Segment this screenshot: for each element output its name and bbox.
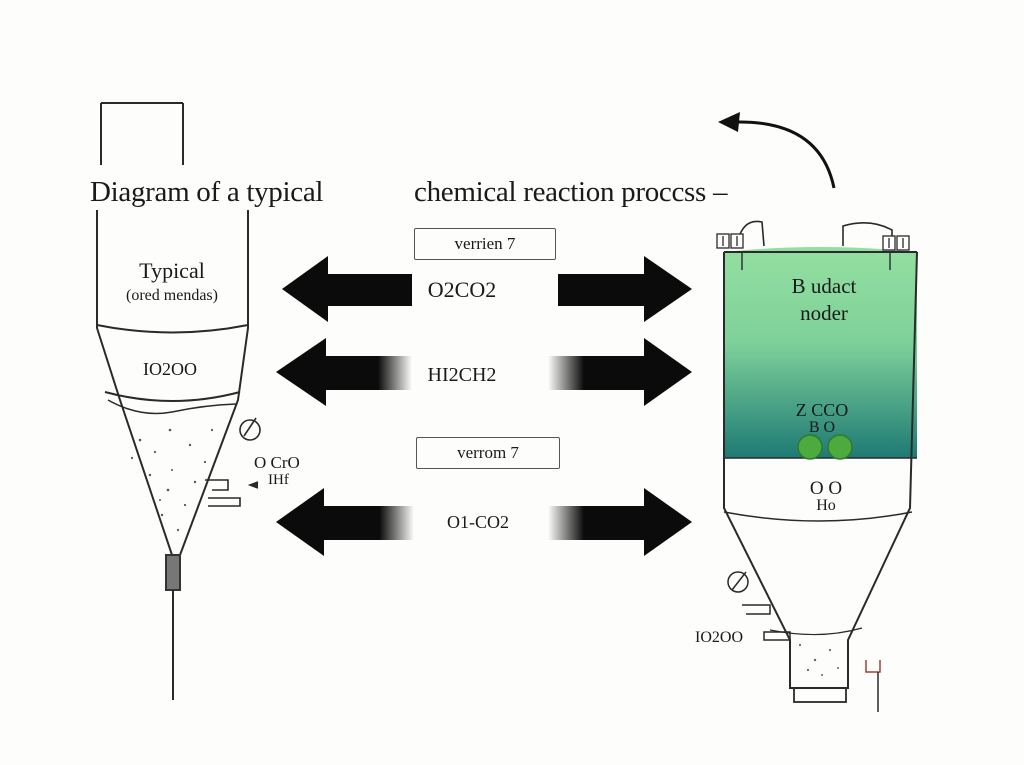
right-lower-label-2: Ho xyxy=(816,497,836,514)
right-bubble-1 xyxy=(797,434,823,460)
arrow-left-1 xyxy=(282,256,412,322)
left-vessel-label-top: Typical xyxy=(139,258,205,283)
left-side-label-2: IHf xyxy=(268,472,289,488)
title-part-2: chemical reaction proccss – xyxy=(414,176,728,208)
left-vessel-particles xyxy=(130,428,214,532)
arrow-label-1: O2CO2 xyxy=(428,277,496,302)
version-box-2: verrom 7 xyxy=(416,437,560,469)
left-side-fittings xyxy=(205,417,261,507)
right-side-fittings xyxy=(727,571,881,712)
right-vessel-label-top: B udact xyxy=(792,274,857,298)
arrow-label-3: O1-CO2 xyxy=(447,512,509,532)
title-part-1: Diagram of a typical xyxy=(90,176,324,208)
right-chem-2: B O xyxy=(809,419,835,436)
arrow-left-2 xyxy=(276,338,412,406)
right-bubble-2 xyxy=(827,434,853,460)
arrow-label-2: HI2CH2 xyxy=(428,364,497,386)
right-vessel xyxy=(723,220,918,703)
left-vessel-band-label: IO2OO xyxy=(143,359,197,379)
left-side-label-1: O CrO xyxy=(254,453,300,472)
arrow-right-2 xyxy=(548,338,692,406)
diagram-title: Diagram of a typical chemical reaction p… xyxy=(0,176,1024,216)
right-vessel-particles xyxy=(798,643,839,676)
arrow-row-2 xyxy=(276,338,692,406)
return-arrow xyxy=(718,112,836,189)
arrow-right-3 xyxy=(548,488,692,556)
arrow-right-1 xyxy=(558,256,692,322)
left-vessel xyxy=(96,102,249,700)
right-lower-label-1: O O xyxy=(810,478,842,499)
arrow-row-1 xyxy=(282,256,692,322)
version-box-1: verrien 7 xyxy=(414,228,556,260)
right-chem-1: Z CCO xyxy=(796,400,849,420)
right-side-label: IO2OO xyxy=(695,629,743,646)
arrow-left-3 xyxy=(276,488,414,556)
left-vessel-label-sub: (ored mendas) xyxy=(126,287,218,304)
right-top-gauges xyxy=(716,233,910,251)
right-vessel-label-sub: noder xyxy=(800,301,848,325)
arrow-row-3 xyxy=(276,488,692,556)
